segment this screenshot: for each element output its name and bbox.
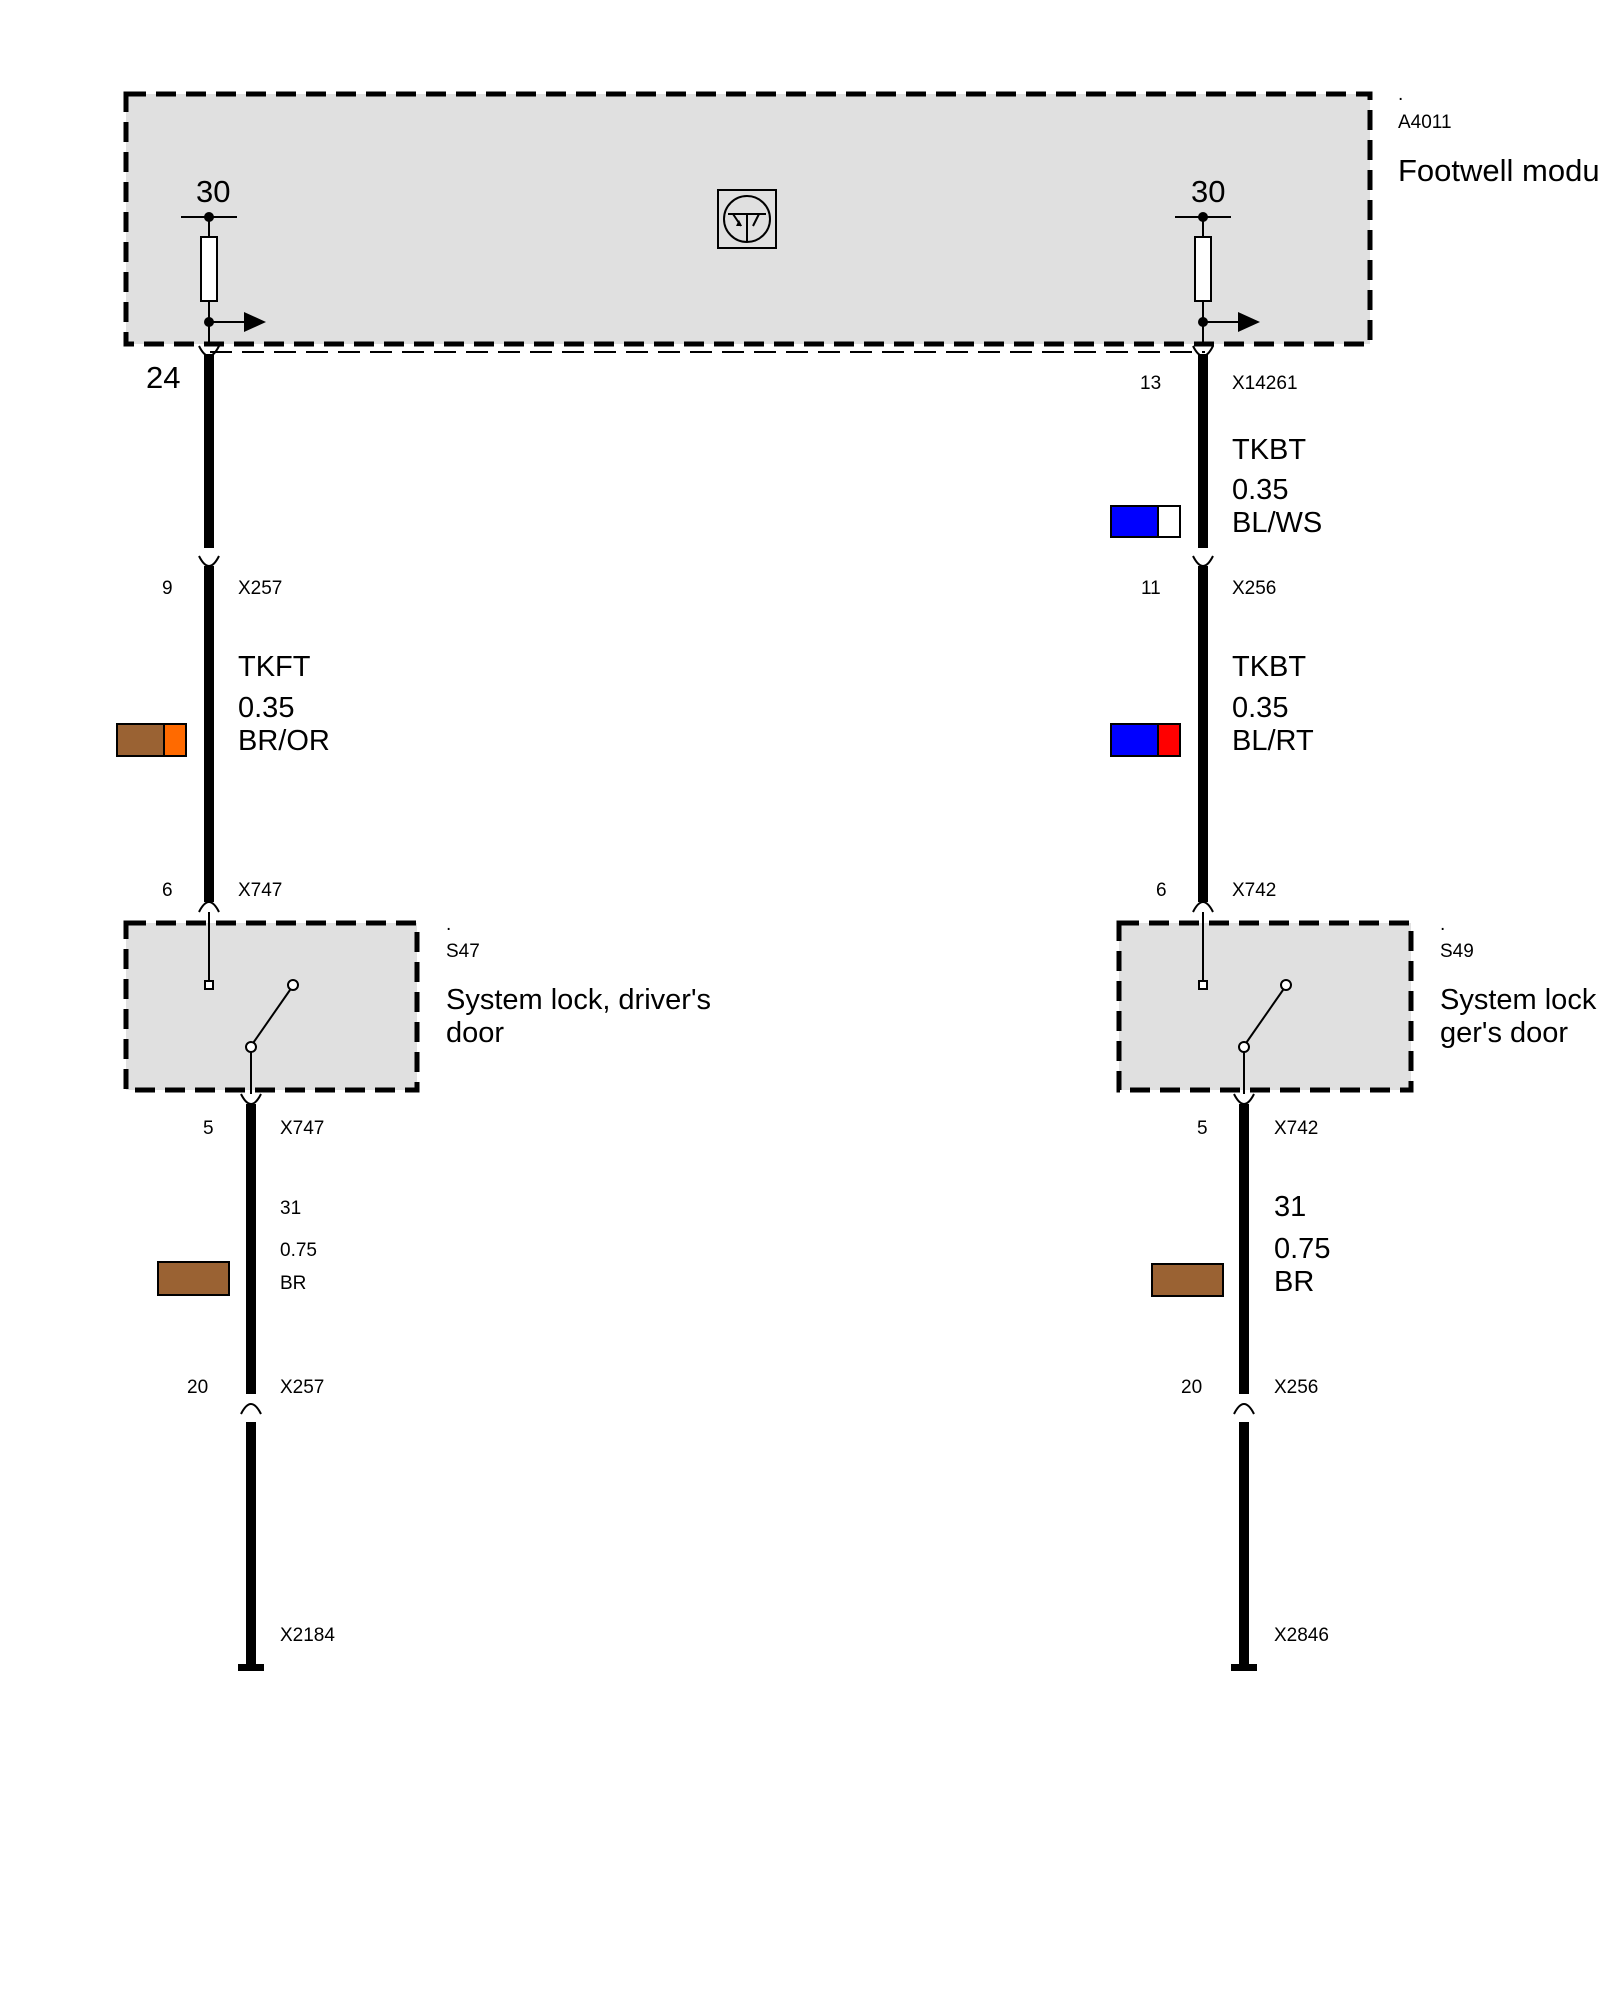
driver-lock-name-line2: door <box>446 1017 504 1049</box>
left-fuse-output-symbol <box>181 212 266 346</box>
left-connector-x257-bottom <box>240 1403 262 1415</box>
left-terminal-label: 30 <box>196 174 230 209</box>
left-conn1-pin: 9 <box>162 578 173 599</box>
left-ground-id: X2184 <box>280 1625 335 1646</box>
driver-lock-id: S47 <box>446 941 480 962</box>
left-conn3-pin: 5 <box>203 1118 214 1139</box>
left-connector-x257 <box>198 555 220 567</box>
right-fuse-output-symbol <box>1175 212 1260 346</box>
right-conn2-id: X742 <box>1232 880 1276 901</box>
left-wire1-color-swatch <box>116 723 187 757</box>
footwell-module-dot: . <box>1398 84 1403 105</box>
passenger-lock-name-line1: System lock <box>1440 984 1597 1016</box>
driver-lock-dot: . <box>446 914 451 935</box>
right-ground-icon <box>1231 1664 1257 1671</box>
right-wire2-color-code: BR <box>1274 1266 1314 1298</box>
left-conn4-pin: 20 <box>187 1377 208 1398</box>
driver-lock-box <box>123 920 420 1093</box>
passenger-lock-box <box>1116 920 1414 1093</box>
right-ground-id: X2846 <box>1274 1625 1329 1646</box>
left-conn4-id: X257 <box>280 1377 324 1398</box>
right-wire0-color-swatch <box>1110 505 1181 538</box>
right-wire0-signal: TKBT <box>1232 434 1306 466</box>
right-wire2-signal: 31 <box>1274 1191 1306 1223</box>
left-module-pin: 24 <box>146 360 180 395</box>
right-conn2-pin: 6 <box>1156 880 1167 901</box>
passenger-lock-dot: . <box>1440 914 1445 935</box>
left-connector-x747-top <box>198 901 220 913</box>
right-conn1-pin: 11 <box>1141 578 1161 599</box>
driver-lock-name-line1: System lock, driver's <box>446 984 711 1016</box>
right-conn4-pin: 20 <box>1181 1377 1202 1398</box>
footwell-module-name: Footwell modu <box>1398 153 1600 188</box>
right-connector-x742-top <box>1192 901 1214 913</box>
left-conn2-id: X747 <box>238 880 282 901</box>
right-conn3-pin: 5 <box>1197 1118 1208 1139</box>
right-connector-x256-bottom <box>1233 1403 1255 1415</box>
right-wire2-gauge: 0.75 <box>1274 1233 1330 1265</box>
right-connector-x256 <box>1192 555 1214 567</box>
passenger-lock-switch-icon <box>1198 912 1292 1094</box>
footwell-module-id: A4011 <box>1398 112 1452 133</box>
right-conn0-pin: 13 <box>1140 373 1161 394</box>
right-wire-segment-1 <box>1192 345 1214 548</box>
right-conn1-id: X256 <box>1232 578 1276 599</box>
right-conn4-id: X256 <box>1274 1377 1318 1398</box>
left-wire2-signal: 31 <box>280 1198 301 1219</box>
right-wire0-gauge: 0.35 <box>1232 474 1288 506</box>
passenger-lock-id: S49 <box>1440 941 1474 962</box>
left-wire2-color-code: BR <box>280 1273 306 1294</box>
driver-lock-switch-icon <box>204 912 299 1094</box>
right-wire1-color-swatch <box>1110 723 1181 757</box>
left-ground-icon <box>238 1664 264 1671</box>
right-conn3-id: X742 <box>1274 1118 1318 1139</box>
left-wire1-color-code: BR/OR <box>238 725 330 757</box>
left-conn3-id: X747 <box>280 1118 324 1139</box>
left-wire1-signal: TKFT <box>238 651 311 683</box>
left-conn2-pin: 6 <box>162 880 173 901</box>
right-wire1-signal: TKBT <box>1232 651 1306 683</box>
left-wire2-gauge: 0.75 <box>280 1240 317 1261</box>
left-wire1-gauge: 0.35 <box>238 692 294 724</box>
left-conn1-id: X257 <box>238 578 282 599</box>
left-wire-segment-1 <box>198 345 220 548</box>
right-wire0-color-code: BL/WS <box>1232 507 1322 539</box>
passenger-lock-name-line2: ger's door <box>1440 1017 1568 1049</box>
right-wire1-gauge: 0.35 <box>1232 692 1288 724</box>
right-wire2-color-swatch <box>1151 1263 1224 1297</box>
right-terminal-label: 30 <box>1191 174 1225 209</box>
transistor-symbol-icon <box>717 189 777 249</box>
left-connector-x747-bottom <box>240 1093 262 1105</box>
right-conn0-id: X14261 <box>1232 373 1298 394</box>
left-wire2-color-swatch <box>157 1261 230 1296</box>
right-connector-x742-bottom <box>1233 1093 1255 1105</box>
right-wire1-color-code: BL/RT <box>1232 725 1314 757</box>
